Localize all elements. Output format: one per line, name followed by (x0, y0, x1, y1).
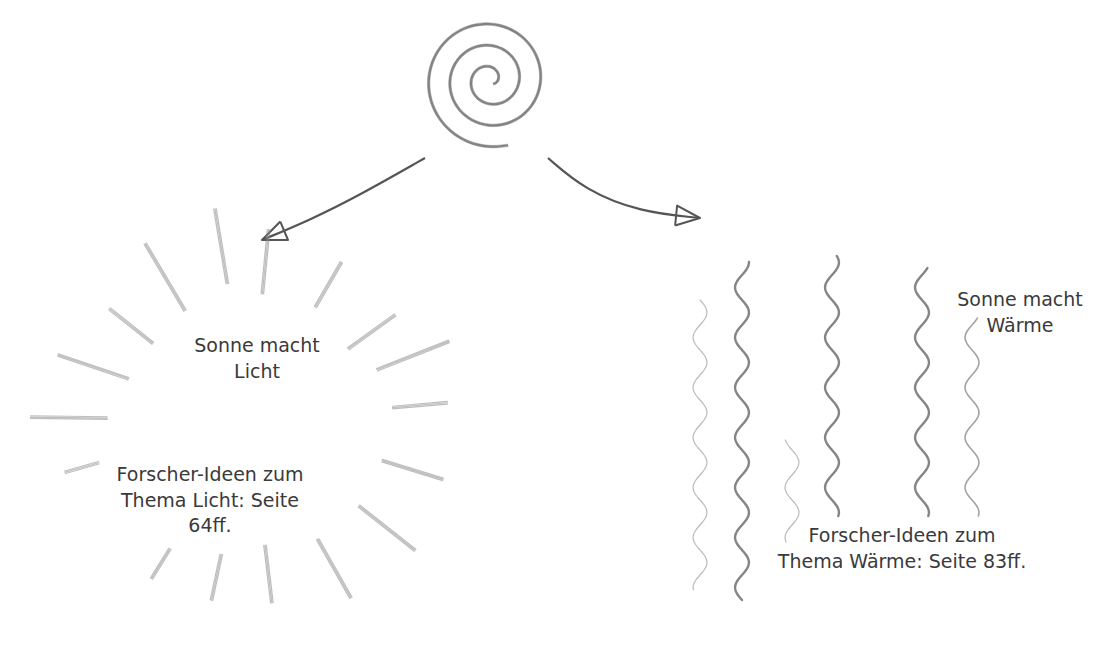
light-ray (349, 316, 396, 350)
light-ray (382, 462, 443, 481)
heat-waves: Sonne macht WärmeForscher-Ideen zum Them… (660, 230, 1100, 630)
light-ray (145, 244, 185, 311)
light-ray (265, 545, 272, 603)
heat-wave (785, 440, 799, 542)
light-ray (213, 555, 223, 601)
light-ray (58, 356, 128, 380)
arrow-head (262, 222, 288, 240)
light-ray (383, 459, 444, 478)
light-ray (65, 464, 99, 474)
light-ray (214, 209, 226, 284)
heat-wave (735, 262, 749, 600)
light-ray (317, 540, 350, 598)
light-ray (393, 404, 448, 409)
light-ray (348, 314, 395, 348)
light-ray (314, 262, 340, 307)
light-ray (264, 230, 270, 294)
light-ray (30, 416, 107, 417)
heat-wave (915, 268, 929, 516)
light-ray (378, 343, 450, 371)
sun-spiral (427, 23, 541, 148)
light-ray (215, 209, 227, 284)
light-ray (58, 354, 128, 378)
light-ray (315, 262, 341, 307)
page-reference: Forscher-Ideen zum Thema Licht: Seite 64… (108, 462, 313, 539)
light-ray (152, 549, 170, 579)
light-ray (319, 539, 352, 597)
page-reference: Forscher-Ideen zum Thema Wärme: Seite 83… (777, 523, 1027, 574)
light-ray (211, 554, 221, 600)
light-ray (146, 243, 186, 310)
light-ray (110, 308, 153, 342)
light-ray (317, 263, 343, 308)
light-sunburst: Sonne macht LichtForscher-Ideen zum Them… (40, 220, 480, 640)
light-ray (262, 229, 268, 293)
topic-heading: Sonne macht Licht (172, 333, 342, 384)
light-ray (264, 545, 271, 603)
light-ray (58, 355, 128, 379)
heat-wave (825, 256, 839, 516)
light-ray (144, 244, 184, 311)
arrow-to-light (262, 158, 425, 240)
light-ray (65, 461, 99, 471)
light-ray (210, 554, 220, 600)
light-ray (150, 548, 168, 578)
arrow-head (675, 206, 700, 226)
light-ray (377, 340, 449, 368)
light-ray (358, 507, 414, 551)
light-ray (109, 310, 152, 344)
light-ray (109, 309, 152, 343)
light-ray (153, 550, 171, 580)
light-ray (360, 505, 416, 549)
light-ray (216, 209, 228, 284)
light-ray (377, 341, 449, 369)
heat-wave (965, 318, 979, 516)
light-ray (382, 461, 443, 480)
light-ray (318, 539, 351, 597)
light-ray (359, 506, 415, 550)
light-ray (348, 315, 395, 349)
light-ray (65, 463, 99, 473)
heat-wave (693, 300, 707, 590)
topic-heading: Sonne macht Wärme (935, 287, 1105, 338)
